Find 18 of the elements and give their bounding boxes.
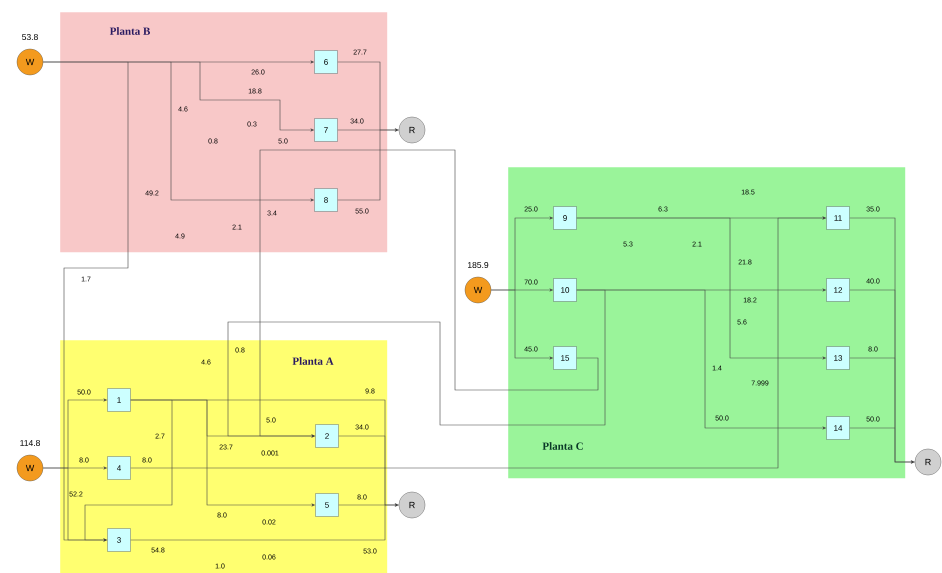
process-box: 6 — [314, 50, 338, 74]
process-box: 3 — [107, 528, 131, 552]
process-box: 14 — [826, 416, 850, 440]
flow-value: 114.8 — [20, 440, 40, 446]
process-box: 15 — [553, 346, 577, 370]
process-box: 2 — [315, 424, 339, 448]
flow-value: 53.8 — [22, 34, 38, 40]
process-box: 13 — [826, 346, 850, 370]
process-box: 8 — [314, 188, 338, 212]
process-box: 7 — [314, 118, 338, 142]
process-box: 9 — [553, 206, 577, 230]
process-box: 5 — [315, 493, 339, 517]
process-box: 10 — [553, 278, 577, 302]
process-box: 12 — [826, 278, 850, 302]
process-box: 11 — [826, 206, 850, 230]
flow-value: 185.9 — [468, 262, 488, 268]
process-box: 1 — [107, 388, 131, 412]
process-box: 4 — [107, 456, 131, 480]
